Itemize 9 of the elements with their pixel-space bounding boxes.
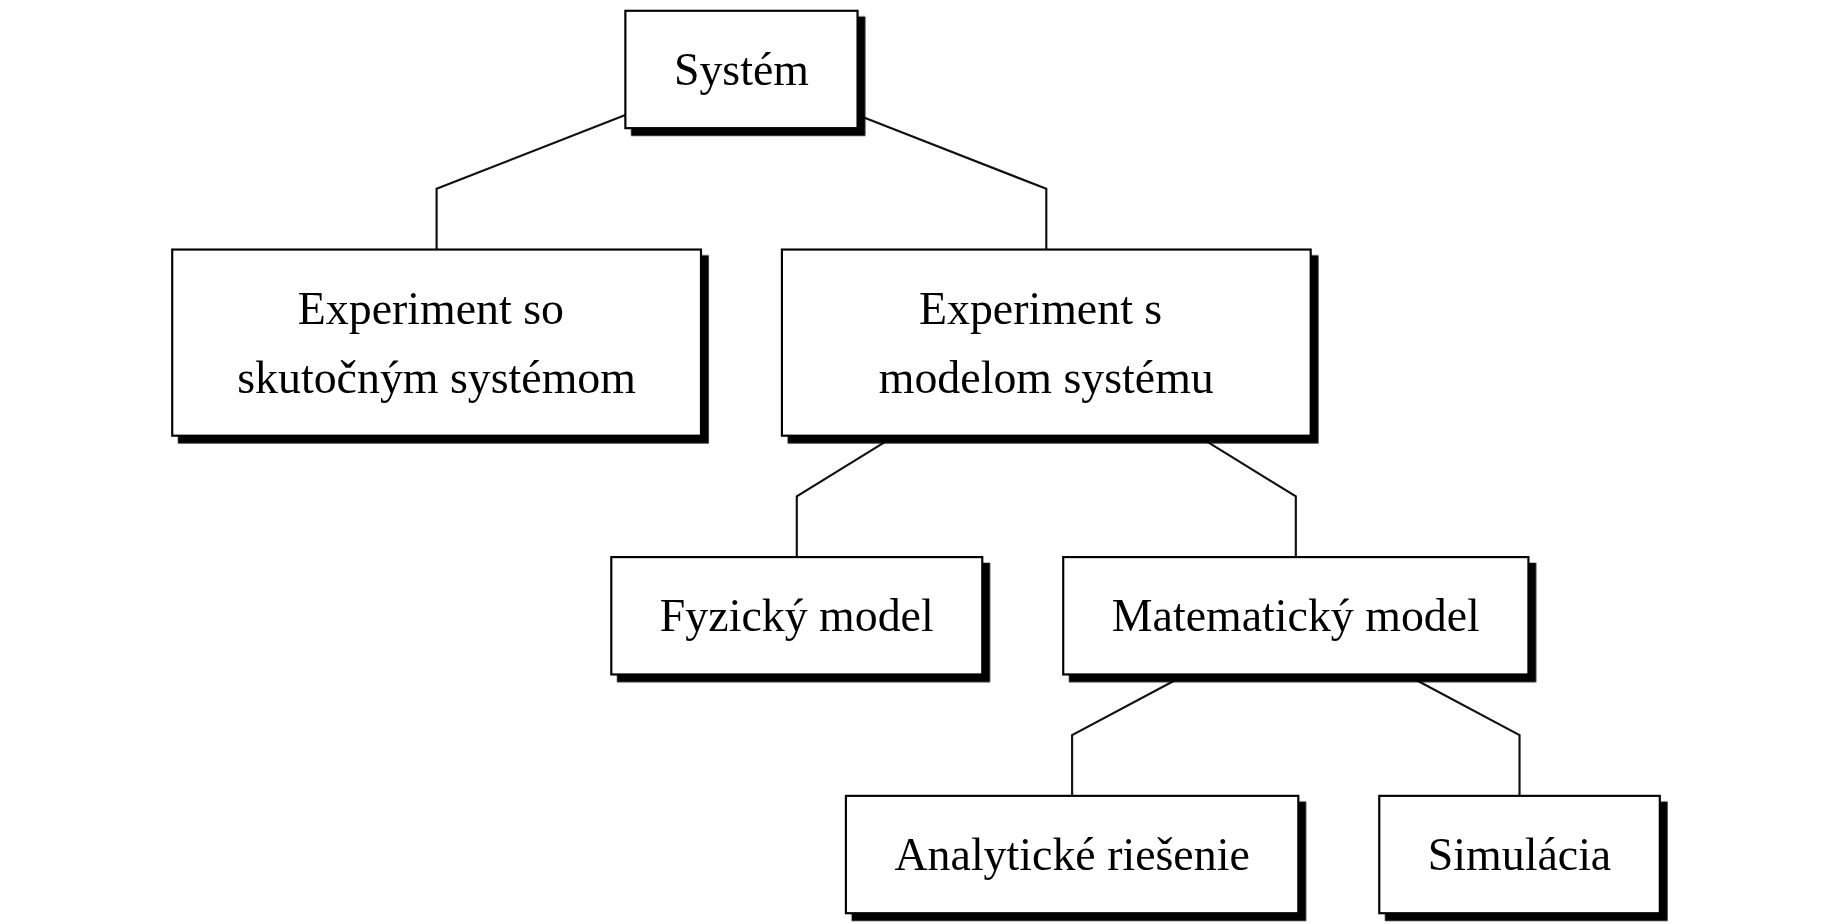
node-box: Systém bbox=[624, 9, 859, 130]
node-box: Matematický model bbox=[1062, 556, 1530, 676]
connector bbox=[857, 113, 1048, 250]
node-box: Analytické riešenie bbox=[844, 794, 1300, 915]
node-box: Fyzický model bbox=[610, 556, 984, 676]
node-box: Experiment s modelom systému bbox=[780, 248, 1312, 437]
node-box: Simulácia bbox=[1378, 794, 1661, 915]
node-box: Experiment so skutočným systémom bbox=[171, 248, 703, 437]
connector bbox=[435, 113, 626, 250]
